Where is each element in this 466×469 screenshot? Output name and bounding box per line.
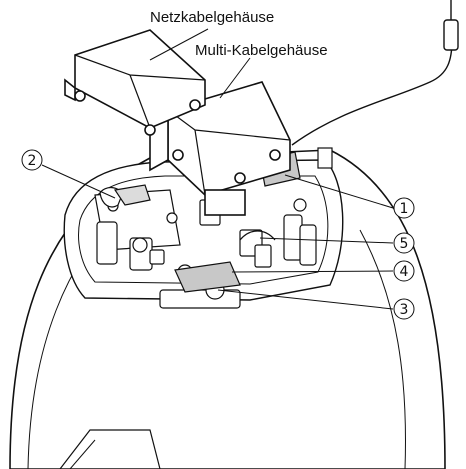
power-housing-label: Netzkabelgehäuse — [150, 9, 274, 26]
callout-4-circle — [393, 260, 415, 282]
callout-2-number: 2 — [28, 153, 37, 169]
callout-2: 2 — [21, 149, 43, 171]
power-cable-housing — [64, 29, 206, 136]
leader-lines — [41, 28, 394, 310]
callout-4-number: 4 — [400, 264, 409, 280]
external-cable — [291, 0, 459, 146]
callout-3-number: 3 — [400, 302, 409, 318]
connector-2 — [99, 184, 151, 208]
right-posts — [259, 147, 333, 266]
multi-housing-label: Multi-Kabelgehäuse — [195, 42, 328, 59]
callout-1: 1 — [393, 197, 415, 219]
callout-1-number: 1 — [400, 201, 409, 217]
callout-4: 4 — [393, 260, 415, 282]
callout-5: 5 — [393, 232, 415, 254]
callout-3-circle — [393, 298, 415, 320]
callout-2-circle — [21, 149, 43, 171]
callout-3: 3 — [393, 298, 415, 320]
center-assembly — [159, 199, 276, 309]
callout-1-circle — [393, 197, 415, 219]
callout-5-circle — [393, 232, 415, 254]
callout-5-number: 5 — [400, 236, 409, 252]
